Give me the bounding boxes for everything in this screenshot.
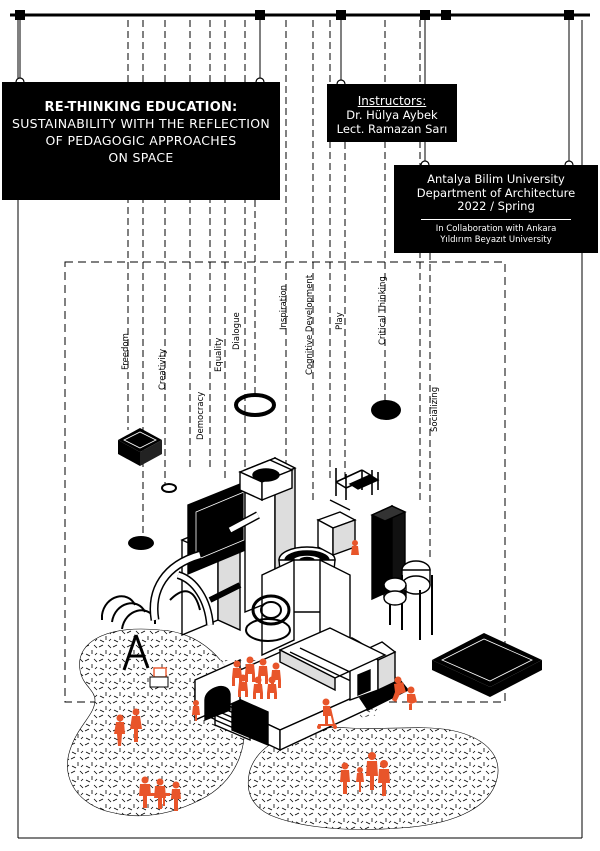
instructor-name: Lect. Ramazan Sarı: [336, 122, 448, 136]
rail-node: [564, 10, 574, 20]
concept-label-creativity: Creativity: [158, 348, 168, 390]
floating-cube: [118, 428, 162, 466]
divider: [421, 218, 571, 220]
collaboration-line: In Collaboration with Ankara: [435, 223, 557, 234]
rail-node: [15, 10, 25, 20]
project-title: RE-THINKING EDUCATION:: [44, 100, 238, 115]
instructors-heading: Instructors:: [357, 94, 427, 108]
concept-label-socializing: Socializing: [430, 386, 440, 432]
project-subtitle-line: SUSTAINABILITY WITH THE REFLECTION: [11, 116, 270, 131]
rail-node: [420, 10, 430, 20]
people-figures: [114, 540, 417, 811]
project-subtitle-line: OF PEDAGOGIC APPROACHES: [45, 133, 237, 148]
concept-label-play: Play: [335, 312, 345, 330]
main-structure: [149, 456, 433, 752]
concept-label-cognitive-development: Cognitive Development: [305, 274, 315, 375]
floating-disc-large: [371, 400, 401, 420]
concept-label-democracy: Democracy: [196, 391, 206, 440]
concept-label-dialogue: Dialogue: [232, 312, 242, 350]
project-title-panel: RE-THINKING EDUCATION: SUSTAINABILITY WI…: [2, 82, 280, 200]
concept-label-freedom: Freedom: [121, 333, 131, 370]
university-name: Antalya Bilim University: [427, 172, 565, 186]
term: 2022 / Spring: [457, 199, 535, 213]
department-name: Department of Architecture: [416, 185, 576, 200]
collaboration-line: Yıldırım Beyazıt University: [440, 234, 552, 245]
university-panel: Antalya Bilim University Department of A…: [394, 165, 598, 253]
rail-node: [255, 10, 265, 20]
floating-ring-small: [161, 483, 177, 493]
instructors-panel: Instructors: Dr. Hülya Aybek Lect. Ramaz…: [327, 84, 457, 142]
rail-node: [441, 10, 451, 20]
instructor-name: Dr. Hülya Aybek: [346, 108, 438, 122]
project-subtitle-line: ON SPACE: [108, 150, 174, 165]
floating-disc: [128, 536, 154, 550]
dark-platform: [432, 633, 542, 697]
concept-label-critical-thinking: Critical Thinking: [378, 276, 388, 345]
rail-node: [336, 10, 346, 20]
play-arches: [101, 595, 156, 630]
easel: [122, 634, 150, 671]
floating-ring: [234, 393, 276, 417]
concept-label-equality: Equality: [214, 337, 224, 372]
concept-label-inspiration: Inspiration: [279, 284, 289, 330]
